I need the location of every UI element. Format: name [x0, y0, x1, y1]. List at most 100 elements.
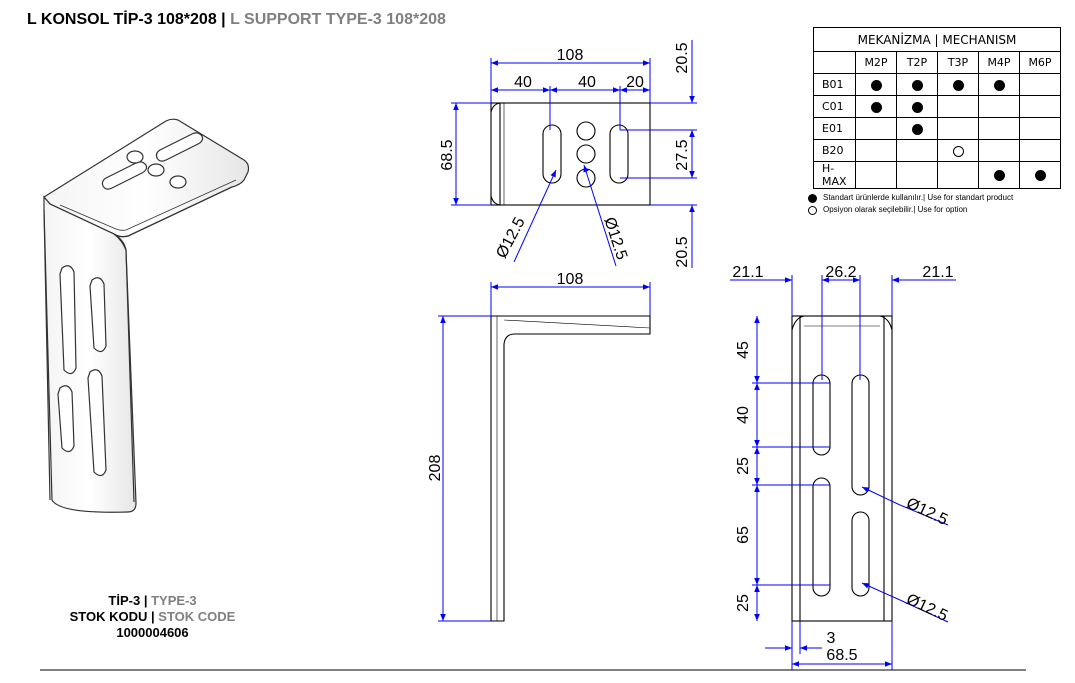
empty-circle-icon	[952, 145, 964, 157]
dim-front-v3: 25	[735, 457, 752, 475]
mechanism-col-header: T2P	[896, 51, 938, 74]
stock-code-line: STOK KODU | STOK CODE	[40, 609, 265, 625]
dim-front-v5: 25	[735, 594, 752, 612]
title-separator: |	[216, 11, 231, 28]
mechanism-cell	[978, 139, 1020, 162]
mechanism-cell	[978, 95, 1020, 118]
mechanism-cell	[937, 117, 979, 140]
mechanism-cell	[855, 117, 897, 140]
mechanism-row: B01	[813, 73, 1061, 96]
filled-circle-icon	[870, 101, 882, 113]
dim-front-v2: 40	[735, 406, 752, 424]
mechanism-cell	[855, 161, 897, 189]
mechanism-col-header: T3P	[937, 51, 979, 74]
mechanism-cell	[855, 73, 897, 96]
dim-top-right-upper: 20.5	[674, 42, 691, 73]
mechanism-row-label: B20	[813, 139, 856, 162]
mechanism-row: E01	[813, 117, 1061, 140]
filled-circle-icon	[952, 79, 964, 91]
stock-code-separator: |	[147, 609, 159, 624]
empty-circle-icon	[808, 205, 817, 215]
dim-front-thickness: 3	[827, 630, 836, 647]
mechanism-table-corner	[813, 51, 856, 74]
dim-top-right-mid: 27.5	[674, 139, 691, 170]
type-tr: TİP-3	[108, 593, 141, 608]
dim-side-height: 208	[427, 455, 444, 482]
dimension-lines	[438, 40, 956, 670]
stock-code-value: 1000004606	[116, 625, 189, 640]
filled-circle-icon	[911, 123, 923, 135]
mechanism-cell	[896, 117, 938, 140]
legend-standard-text: Standart ürünlerde kullanılır.| Use for …	[823, 193, 1014, 202]
mechanism-cell	[978, 73, 1020, 96]
dim-front-right: 21.1	[922, 264, 953, 281]
mechanism-cell	[1019, 139, 1061, 162]
legend-option: Opsiyon olarak seçilebilir.| Use for opt…	[808, 204, 1013, 216]
mechanism-cell	[978, 161, 1020, 189]
mechanism-col-header: M4P	[978, 51, 1020, 74]
type-separator: |	[140, 593, 152, 608]
dim-front-width: 68.5	[826, 647, 857, 664]
top-view	[490, 102, 651, 206]
mechanism-row-label: E01	[813, 117, 856, 140]
title-en: L SUPPORT TYPE-3 108*208	[230, 11, 446, 28]
dim-front-v4: 65	[735, 526, 752, 544]
dim-front-dia-upper: Ø12.5	[904, 495, 951, 529]
mechanism-cell	[1019, 161, 1061, 189]
dim-top-seg2: 40	[578, 74, 596, 91]
front-view	[791, 315, 893, 622]
dim-top-dia-right: Ø12.5	[600, 215, 630, 262]
page-title: L KONSOL TİP-3 108*208 | L SUPPORT TYPE-…	[27, 11, 446, 29]
dim-top-dia-left: Ø12.5	[493, 215, 529, 262]
filled-circle-icon	[911, 101, 923, 113]
mechanism-cell	[937, 95, 979, 118]
stock-code-tr: STOK KODU	[69, 609, 148, 624]
mechanism-cell	[937, 139, 979, 162]
filled-circle-icon	[911, 79, 923, 91]
mechanism-row: C01	[813, 95, 1061, 118]
mechanism-row-label: H-MAX	[813, 161, 856, 189]
product-info: TİP-3 | TYPE-3 STOK KODU | STOK CODE 100…	[40, 593, 265, 641]
side-view	[490, 315, 651, 622]
filled-circle-icon	[808, 193, 817, 203]
dim-top-left-height: 68.5	[439, 139, 456, 170]
mechanism-cell	[1019, 117, 1061, 140]
dim-top-seg1: 40	[514, 74, 532, 91]
mechanism-cell	[978, 117, 1020, 140]
mechanism-col-header: M2P	[855, 51, 897, 74]
dim-front-left: 21.1	[732, 264, 763, 281]
filled-circle-icon	[1034, 170, 1046, 181]
mechanism-row: H-MAX	[813, 161, 1061, 189]
dim-top-overall: 108	[557, 47, 584, 64]
mechanism-cell	[896, 73, 938, 96]
title-tr: L KONSOL TİP-3 108*208	[27, 11, 217, 28]
dim-front-dia-lower: Ø12.5	[904, 591, 951, 625]
mechanism-cell	[937, 73, 979, 96]
mechanism-cell	[896, 139, 938, 162]
legend-standard: Standart ürünlerde kullanılır.| Use for …	[808, 192, 1013, 204]
mechanism-row-label: B01	[813, 73, 856, 96]
dim-top-seg3: 20	[626, 74, 644, 91]
mechanism-cell	[855, 139, 897, 162]
mechanism-table-title: MEKANİZMA | MECHANISM	[813, 27, 1061, 52]
type-en: TYPE-3	[151, 593, 197, 608]
stock-code-en: STOK CODE	[158, 609, 236, 624]
mechanism-cell	[896, 95, 938, 118]
mechanism-row-label: C01	[813, 95, 856, 118]
mechanism-cell	[855, 95, 897, 118]
mechanism-cell	[1019, 95, 1061, 118]
mechanism-cell	[937, 161, 979, 189]
filled-circle-icon	[993, 170, 1005, 181]
mechanism-row: B20	[813, 139, 1061, 162]
legend-option-text: Opsiyon olarak seçilebilir.| Use for opt…	[823, 205, 968, 214]
mechanism-col-header: M6P	[1019, 51, 1061, 74]
filled-circle-icon	[993, 79, 1005, 91]
mechanism-cell	[1019, 73, 1061, 96]
isometric-view	[43, 118, 250, 513]
type-line: TİP-3 | TYPE-3	[40, 593, 265, 609]
filled-circle-icon	[870, 79, 882, 91]
mechanism-cell	[896, 161, 938, 189]
